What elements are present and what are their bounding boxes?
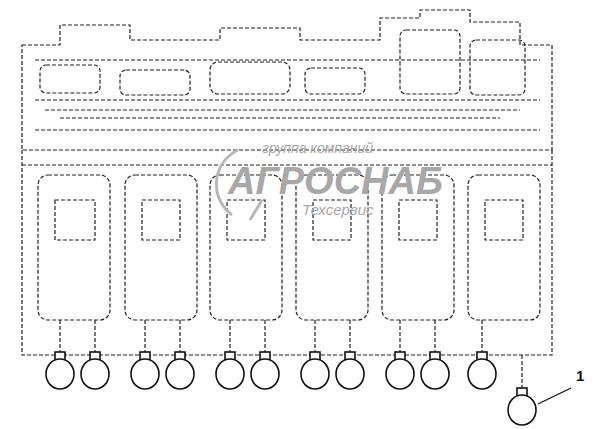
callout-number: 1	[576, 368, 584, 383]
watermark-text: АГРОСНАБ	[228, 162, 443, 200]
watermark-text: Техсервис	[302, 202, 374, 217]
watermark-text: группа компаний	[262, 141, 373, 155]
